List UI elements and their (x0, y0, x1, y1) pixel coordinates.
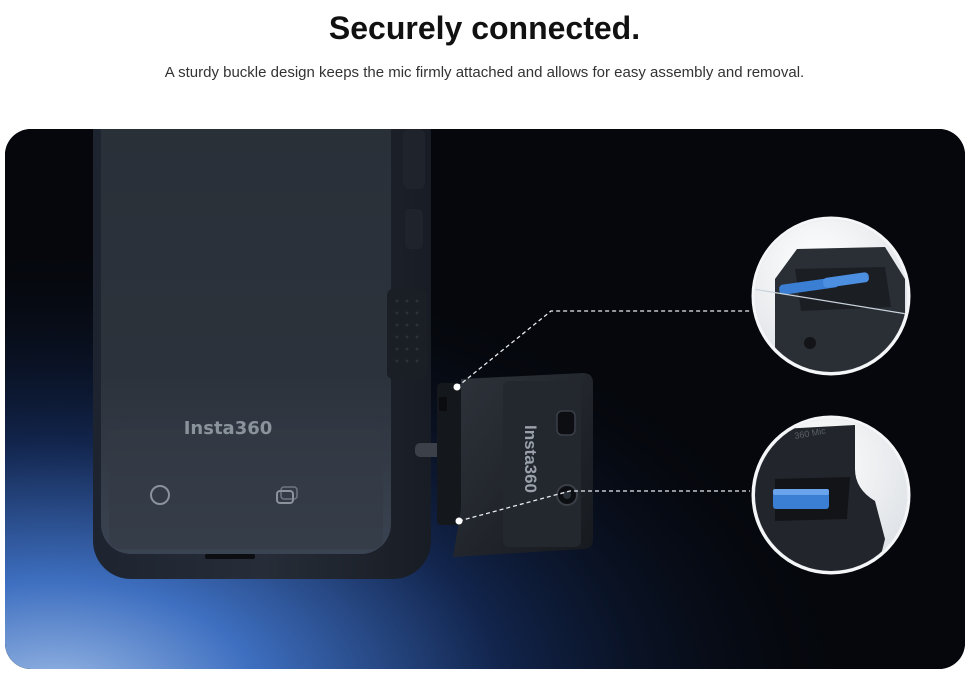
phone-brand-label: Insta360 (184, 418, 273, 439)
section-subheadline: A sturdy buckle design keeps the mic fir… (164, 64, 805, 81)
product-hero-image: Insta360 Insta360 (5, 129, 965, 669)
phone-device: Insta360 (93, 129, 431, 579)
adapter-brand-label: Insta360 (521, 425, 540, 493)
callout-buckle-clip-icon (751, 216, 911, 376)
phone-record-button-icon (150, 485, 170, 505)
callout-lines (456, 310, 750, 522)
callout-buckle-latch-icon: 360 Mic (751, 415, 911, 575)
usb-c-port-icon (556, 410, 576, 436)
mic-adapter: Insta360 (415, 373, 593, 557)
phone-switch-icon (276, 490, 294, 504)
section-headline: Securely connected. (328, 10, 641, 46)
